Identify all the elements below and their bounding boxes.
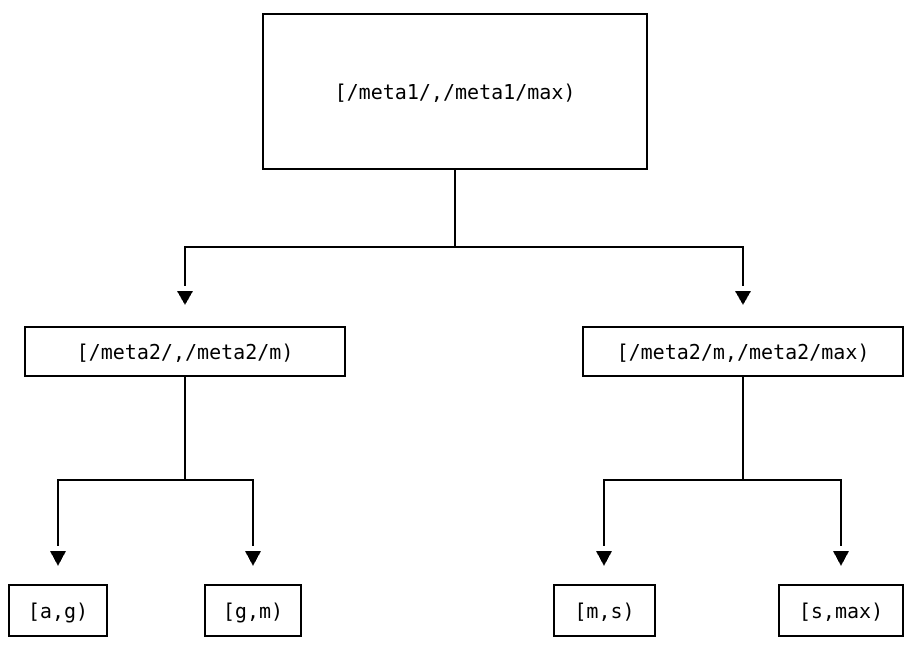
node-root: [/meta1/,/meta1/max): [262, 13, 648, 170]
arrowhead-to-mid-left: [177, 291, 193, 305]
arrowhead-to-leaf-m-s: [596, 551, 612, 566]
arrowhead-to-leaf-a-g: [50, 551, 66, 566]
node-leaf-g-m: [g,m): [204, 584, 302, 637]
node-mid-right: [/meta2/m,/meta2/max): [582, 326, 904, 377]
arrowhead-to-mid-right: [735, 291, 751, 305]
node-leaf-s-max-label: [s,max): [798, 598, 884, 623]
node-mid-left: [/meta2/,/meta2/m): [24, 326, 346, 377]
arrowhead-to-leaf-g-m: [245, 551, 261, 566]
node-leaf-a-g: [a,g): [8, 584, 108, 637]
node-root-label: [/meta1/,/meta1/max): [334, 79, 576, 104]
node-leaf-s-max: [s,max): [778, 584, 904, 637]
node-leaf-g-m-label: [g,m): [222, 598, 284, 623]
node-leaf-m-s: [m,s): [553, 584, 656, 637]
node-leaf-m-s-label: [m,s): [574, 598, 635, 623]
arrowhead-to-leaf-s-max: [833, 551, 849, 566]
node-mid-left-label: [/meta2/,/meta2/m): [76, 339, 294, 364]
node-leaf-a-g-label: [a,g): [27, 598, 89, 623]
node-mid-right-label: [/meta2/m,/meta2/max): [616, 339, 870, 364]
